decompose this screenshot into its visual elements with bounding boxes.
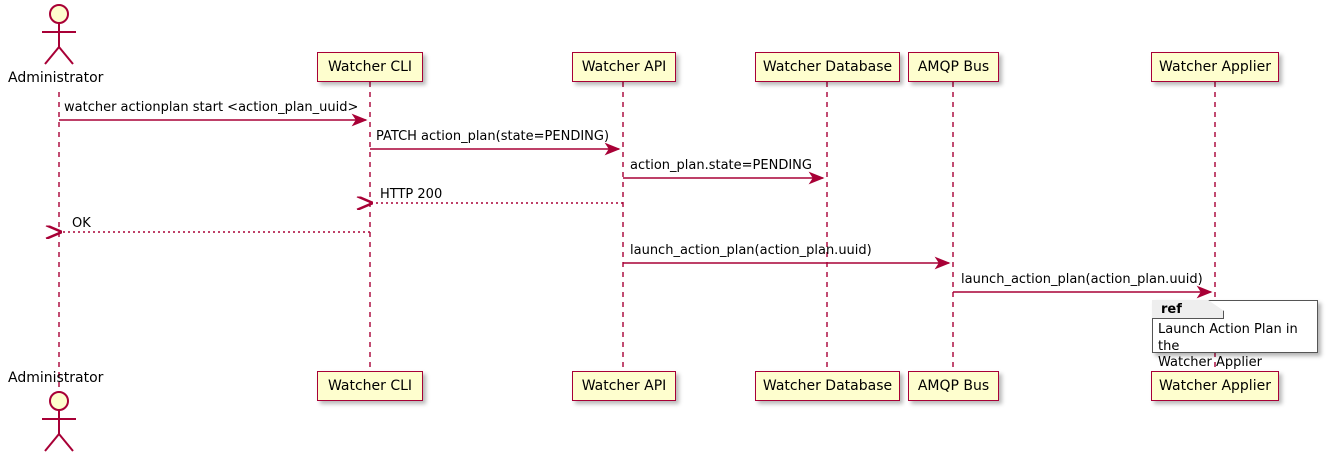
message-label-6: launch_action_plan(action_plan.uuid) — [630, 243, 872, 258]
participant-box-watcher-cli-top[interactable]: Watcher CLI — [317, 52, 423, 82]
message-label-5: OK — [72, 216, 91, 231]
actor-label-administrator-bottom: Administrator — [8, 370, 104, 386]
participant-box-amqp-bus-top[interactable]: AMQP Bus — [908, 52, 999, 82]
message-label-3: action_plan.state=PENDING — [630, 158, 812, 173]
participant-box-watcher-api-top[interactable]: Watcher API — [572, 52, 676, 82]
participant-box-watcher-database-top[interactable]: Watcher Database — [755, 52, 900, 82]
actor-label-administrator-top: Administrator — [8, 70, 104, 86]
message-label-7: launch_action_plan(action_plan.uuid) — [961, 272, 1203, 287]
participant-box-watcher-cli-bottom[interactable]: Watcher CLI — [317, 371, 423, 401]
participant-box-watcher-api-bottom[interactable]: Watcher API — [572, 371, 676, 401]
participant-box-watcher-applier-bottom[interactable]: Watcher Applier — [1151, 371, 1279, 401]
message-arrows — [59, 113, 1213, 299]
message-label-4: HTTP 200 — [380, 187, 443, 202]
actor-icon-administrator-bottom — [42, 391, 76, 452]
message-label-1: watcher actionplan start <action_plan_uu… — [64, 100, 359, 115]
participant-box-amqp-bus-bottom[interactable]: AMQP Bus — [908, 371, 999, 401]
lifelines — [58, 82, 1216, 392]
participant-box-watcher-applier-top[interactable]: Watcher Applier — [1151, 52, 1279, 82]
actor-icon-administrator-top — [42, 4, 76, 65]
participant-box-watcher-database-bottom[interactable]: Watcher Database — [755, 371, 900, 401]
ref-fragment-text: Launch Action Plan in the Watcher Applie… — [1158, 322, 1298, 371]
message-label-2: PATCH action_plan(state=PENDING) — [376, 129, 610, 144]
